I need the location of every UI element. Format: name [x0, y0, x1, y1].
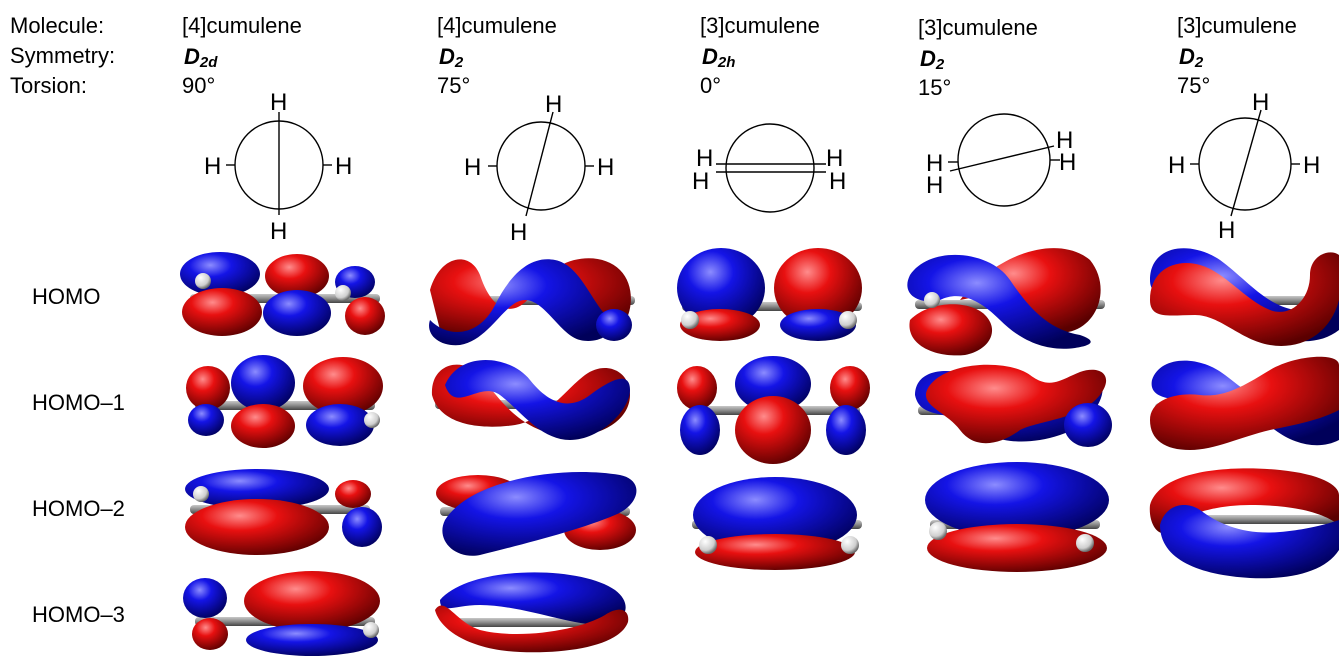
orbital-col2-homo-2	[436, 472, 637, 556]
orbital-col1-homo	[180, 252, 385, 336]
col3-symmetry: D2h	[702, 44, 736, 71]
hydrogen-label: H	[1168, 152, 1185, 179]
orbital-col1-homo-2	[185, 469, 382, 555]
molecule-row-label: Molecule:	[10, 13, 105, 38]
col4-torsion: 15°	[918, 75, 952, 100]
orbital-col5-homo-1	[1150, 356, 1339, 450]
col1-torsion: 90°	[182, 73, 216, 98]
orbital-col4-homo	[907, 248, 1105, 356]
orbital-label-homo-1: HOMO–1	[32, 390, 125, 415]
hydrogen-label: H	[1252, 89, 1269, 116]
orbital-col3-homo-1	[677, 356, 870, 464]
col3-molecule: [3]cumulene	[700, 13, 820, 38]
orbital-col5-homo-2	[1149, 468, 1339, 579]
col5-torsion: 75°	[1177, 73, 1211, 98]
newman-projection-col2: H H H H	[464, 91, 614, 246]
orbital-label-homo-2: HOMO–2	[32, 496, 125, 521]
hydrogen-label: H	[1059, 149, 1076, 176]
hydrogen-label: H	[335, 153, 352, 180]
orbital-label-homo-3: HOMO–3	[32, 602, 125, 627]
newman-projection-col3: H H H H	[692, 123, 846, 213]
hydrogen-label: H	[204, 153, 221, 180]
col2-symmetry: D2	[439, 44, 464, 71]
hydrogen-label: H	[826, 145, 843, 172]
hydrogen-label: H	[270, 218, 287, 245]
newman-projection-col5: H H H H	[1168, 89, 1320, 244]
col3-torsion: 0°	[700, 73, 722, 98]
orbital-col5-homo	[1150, 248, 1339, 346]
hydrogen-label: H	[1056, 127, 1073, 154]
hydrogen-label: H	[692, 168, 709, 195]
orbital-col2-homo	[429, 258, 635, 346]
hydrogen-label: H	[926, 150, 943, 177]
hydrogen-label: H	[464, 154, 481, 181]
orbital-col2-homo-3	[435, 572, 629, 653]
hydrogen-label: H	[545, 91, 562, 118]
col1-molecule: [4]cumulene	[182, 13, 302, 38]
col5-symmetry: D2	[1179, 44, 1204, 71]
orbital-col1-homo-3	[183, 571, 380, 656]
orbital-col3-homo-2	[692, 477, 862, 570]
newman-projection-col4: H H H H	[926, 113, 1076, 207]
orbital-col4-homo-1	[915, 364, 1112, 447]
hydrogen-label: H	[1303, 152, 1320, 179]
hydrogen-label: H	[510, 219, 527, 246]
torsion-row-label: Torsion:	[10, 73, 88, 98]
col2-molecule: [4]cumulene	[437, 13, 557, 38]
col1-symmetry: D2d	[184, 44, 218, 71]
col2-torsion: 75°	[437, 73, 471, 98]
col4-molecule: [3]cumulene	[918, 15, 1038, 40]
orbital-label-homo: HOMO	[32, 284, 101, 309]
newman-projection-col1: H H H H	[204, 89, 352, 245]
hydrogen-label: H	[926, 172, 943, 199]
orbital-col2-homo-1	[431, 360, 630, 440]
orbital-col1-homo-1	[186, 355, 383, 448]
hydrogen-label: H	[597, 154, 614, 181]
symmetry-row-label: Symmetry:	[10, 43, 116, 68]
hydrogen-label: H	[270, 89, 287, 116]
col5-molecule: [3]cumulene	[1177, 13, 1297, 38]
col4-symmetry: D2	[920, 46, 945, 73]
hydrogen-label: H	[1218, 217, 1235, 244]
hydrogen-label: H	[696, 145, 713, 172]
hydrogen-label: H	[829, 168, 846, 195]
orbital-col4-homo-2	[925, 462, 1109, 572]
orbital-col3-homo	[677, 248, 862, 341]
